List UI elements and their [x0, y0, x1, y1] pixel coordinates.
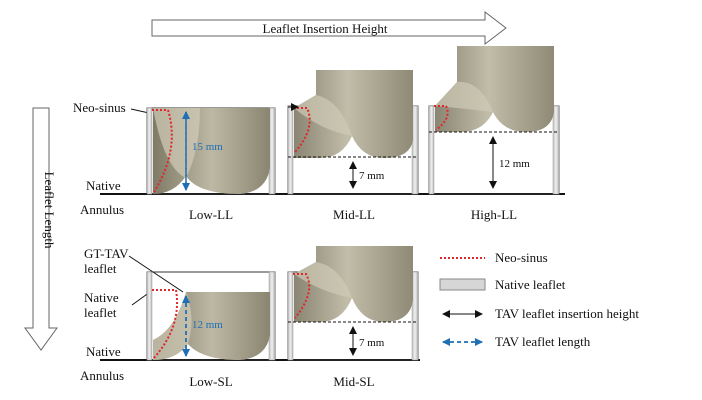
legend-insertion-height: TAV leaflet insertion height	[442, 306, 639, 321]
gt-tav-leaflet-label: leaflet	[84, 261, 117, 276]
gt-tav-pointer	[128, 255, 184, 293]
legend-leaflet-length: TAV leaflet length	[442, 334, 591, 349]
legend-leaflet-length-label: TAV leaflet length	[495, 334, 591, 349]
low-ll-length: 15 mm	[192, 141, 223, 153]
gt-tav-label: GT-TAV	[84, 246, 129, 261]
native-label-top: Native	[86, 178, 121, 193]
low-sl-caption: Low-SL	[189, 374, 232, 389]
native-leaflet-label-1: Native	[84, 290, 119, 305]
legend-neo-sinus: Neo-sinus	[440, 250, 548, 265]
low-ll-caption: Low-LL	[189, 207, 233, 222]
native-leaflet-label-2: leaflet	[84, 305, 117, 320]
length-arrow-label: Leaflet Length	[42, 172, 57, 249]
insertion-arrow-label: Leaflet Insertion Height	[263, 21, 388, 36]
mid-ll-caption: Mid-LL	[333, 207, 375, 222]
panel-high-ll: 12 mm High-LL	[428, 46, 560, 222]
panel-mid-sl: 7 mm Mid-SL	[287, 246, 419, 389]
insertion-height-arrow: Leaflet Insertion Height	[151, 10, 507, 46]
native-label-bottom: Native	[86, 344, 121, 359]
high-ll-caption: High-LL	[471, 207, 517, 222]
leaflet-length-arrow: Leaflet Length	[24, 107, 58, 351]
mid-ll-height: 7 mm	[359, 170, 385, 182]
mid-sl-caption: Mid-SL	[333, 374, 374, 389]
legend-neo-sinus-label: Neo-sinus	[495, 250, 548, 265]
legend: Neo-sinus Native leaflet TAV leaflet ins…	[439, 250, 639, 349]
mid-sl-height: 7 mm	[359, 337, 385, 349]
panel-mid-ll: 7 mm Mid-LL	[287, 70, 419, 222]
legend-insertion-height-label: TAV leaflet insertion height	[495, 306, 639, 321]
panel-low-ll: 15 mm Low-LL	[146, 107, 276, 222]
annulus-label-bottom: Annulus	[80, 368, 124, 383]
panel-low-sl: 12 mm Low-SL	[146, 271, 276, 389]
annulus-label-top: Annulus	[80, 202, 124, 217]
legend-native-leaflet: Native leaflet	[439, 277, 566, 292]
legend-native-leaflet-label: Native leaflet	[495, 277, 566, 292]
neo-sinus-pointer	[130, 108, 150, 114]
high-ll-height: 12 mm	[499, 158, 530, 170]
neo-sinus-label: Neo-sinus	[73, 100, 126, 115]
low-sl-length: 12 mm	[192, 319, 223, 331]
